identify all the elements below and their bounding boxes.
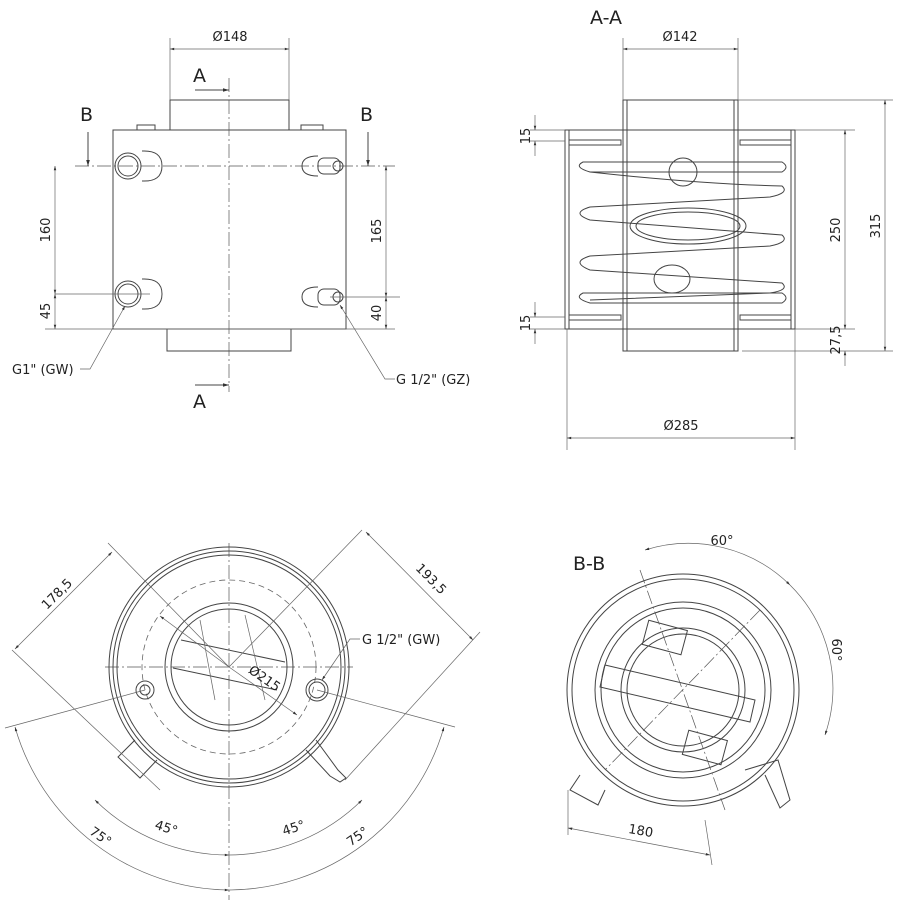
- section-bb-title: B-B: [573, 553, 605, 575]
- port-g12-top: [301, 155, 344, 177]
- port-label-g12-gw: G 1/2" (GW): [362, 633, 440, 648]
- angle-75-left: 75°: [86, 824, 113, 850]
- dim-27-5: 27,5: [829, 326, 844, 355]
- dim-40: 40: [370, 305, 385, 322]
- angle-75-right: 75°: [344, 824, 371, 850]
- dim-15-top: 15: [519, 128, 534, 145]
- dim-160: 160: [39, 218, 54, 243]
- dim-dia-285: Ø285: [663, 419, 698, 434]
- dim-45: 45: [39, 303, 54, 320]
- dim-250: 250: [829, 218, 844, 243]
- section-a-label-bottom: A: [193, 391, 206, 413]
- heating-coil: [578, 157, 787, 304]
- dim-315: 315: [869, 214, 884, 239]
- port-label-g1-gw: G1" (GW): [12, 363, 74, 378]
- section-a-label-top: A: [193, 65, 206, 87]
- port-g12-bottom: [301, 286, 400, 308]
- port-g1-bottom: [55, 278, 163, 310]
- dim-165: 165: [370, 219, 385, 244]
- angle-45-left: 45°: [153, 818, 180, 839]
- dim-180: 180: [627, 822, 654, 841]
- port-g1-top: [114, 150, 163, 182]
- section-aa-view: A-A Ø142 Ø285 15 15 250 315: [519, 7, 893, 450]
- section-b-label-left: B: [80, 104, 93, 126]
- top-view: 178,5 193,5 Ø215 G 1/2" (GW) 45° 45° 75°…: [4, 529, 481, 900]
- dim-193-5: 193,5: [412, 561, 449, 598]
- section-bb-view: B-B 60° 60° 180: [566, 534, 843, 866]
- section-b-label-right: B: [360, 104, 373, 126]
- dim-dia-148: Ø148: [212, 30, 247, 45]
- angle-45-right: 45°: [281, 818, 308, 839]
- port-label-g12-gz: G 1/2" (GZ): [396, 373, 470, 388]
- dim-dia-215: Ø215: [245, 663, 282, 695]
- dim-178-5: 178,5: [39, 576, 76, 613]
- section-aa-title: A-A: [590, 7, 622, 29]
- angle-60-top: 60°: [710, 534, 733, 549]
- dim-15-bottom: 15: [519, 315, 534, 332]
- front-view: Ø148 A A B B 160 45 165 40 G1" (GW) G 1/…: [12, 30, 470, 413]
- angle-60-right: 60°: [828, 638, 843, 661]
- dim-dia-142: Ø142: [662, 30, 697, 45]
